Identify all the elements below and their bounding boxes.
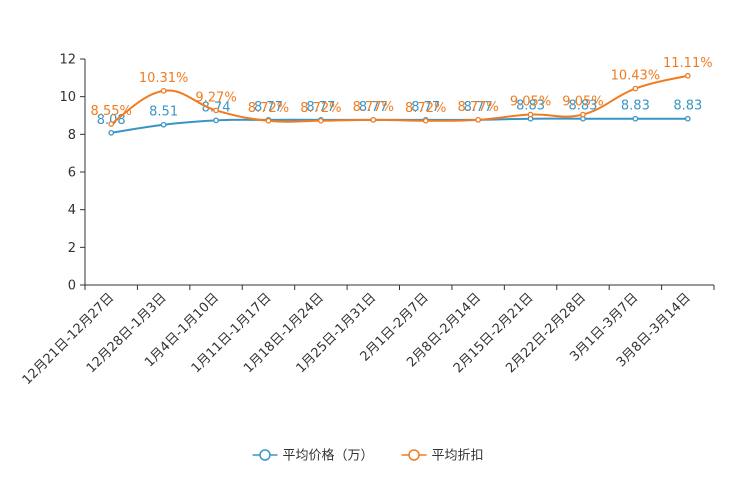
data-point <box>580 111 586 118</box>
y-tick-label: 4 <box>68 203 76 218</box>
legend-marker-icon <box>259 449 271 461</box>
y-tick-label: 10 <box>59 90 76 105</box>
data-point <box>632 85 639 92</box>
data-label: 8.77 <box>306 100 335 115</box>
series-line-1 <box>110 74 689 125</box>
data-label: 8.55% <box>91 104 132 119</box>
y-tick-label: 2 <box>68 241 76 256</box>
data-label: 8.77 <box>411 100 440 115</box>
data-label: 9.05% <box>510 95 551 110</box>
data-point <box>684 72 691 79</box>
data-label: 9.05% <box>562 95 603 110</box>
data-label: 8.83 <box>621 99 650 114</box>
legend-label: 平均价格（万） <box>283 448 374 464</box>
data-point <box>160 87 167 94</box>
y-tick-label: 8 <box>68 128 76 143</box>
data-point <box>684 115 691 122</box>
data-label: 10.31% <box>139 71 189 86</box>
y-tick-label: 12 <box>59 53 76 68</box>
data-label: 8.83 <box>568 99 597 114</box>
data-label: 8.72% <box>300 101 341 116</box>
y-tick-label: 0 <box>68 279 76 294</box>
data-label: 8.77 <box>254 100 283 115</box>
data-label: 8.77% <box>457 100 498 115</box>
data-point <box>422 117 429 124</box>
y-tick-label: 6 <box>68 166 76 181</box>
data-label: 8.77 <box>464 100 493 115</box>
x-tick-label: 12月21日-12月27日 <box>20 290 117 387</box>
data-label: 8.83 <box>516 99 545 114</box>
legend-marker-icon <box>408 449 420 461</box>
data-point <box>160 121 167 128</box>
data-point <box>265 117 272 124</box>
data-label: 8.83 <box>673 99 702 114</box>
data-label: 8.72% <box>405 101 446 116</box>
data-point <box>318 117 324 124</box>
data-point <box>475 116 481 123</box>
data-label: 9.27% <box>195 90 236 105</box>
data-point <box>527 111 534 118</box>
data-point <box>370 116 377 123</box>
data-label: 8.77% <box>353 100 394 115</box>
legend-label: 平均折扣 <box>432 449 484 464</box>
data-point <box>108 121 115 127</box>
data-label: 8.51 <box>149 105 178 120</box>
data-label: 10.43% <box>611 69 661 84</box>
data-label: 8.72% <box>248 101 289 116</box>
data-label: 11.11% <box>663 56 713 71</box>
data-point <box>108 129 115 136</box>
data-point <box>213 117 219 124</box>
data-label: 8.77 <box>359 100 388 115</box>
data-point <box>632 115 639 122</box>
data-point <box>213 107 219 114</box>
data-label: 8.08 <box>97 113 126 128</box>
